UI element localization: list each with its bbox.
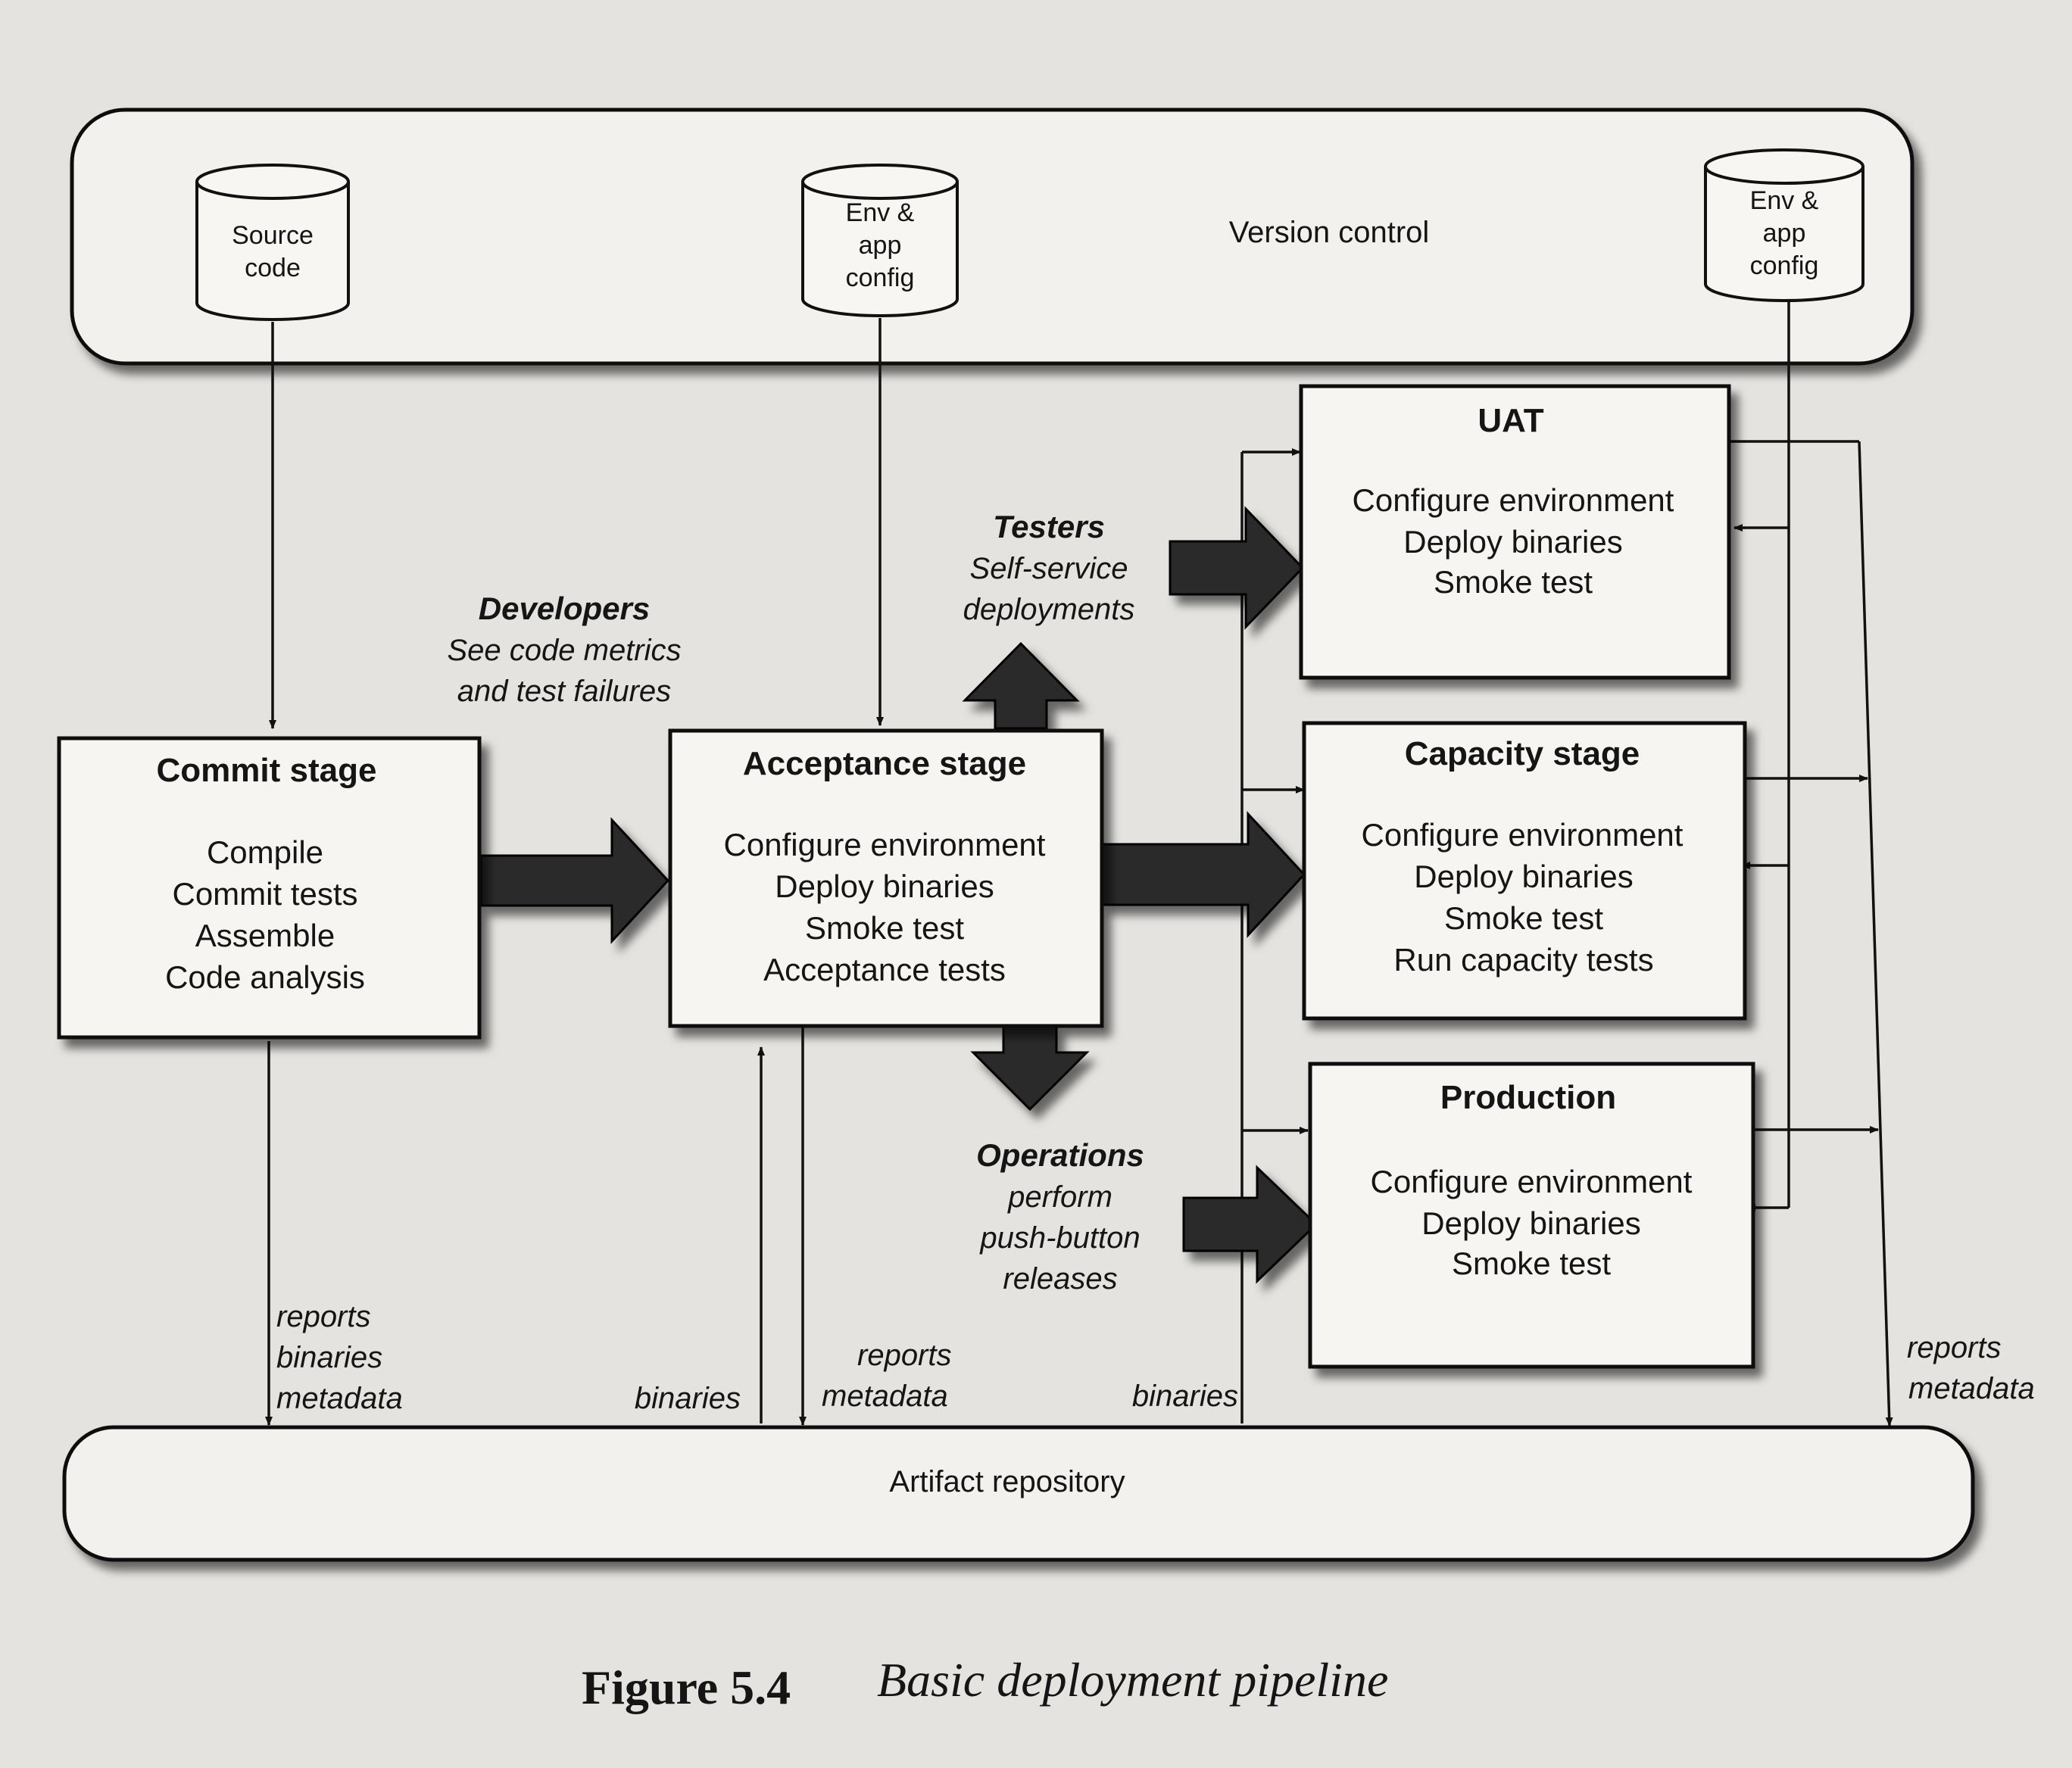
env-config-cylinder-1: Env & app config [801, 164, 959, 317]
version-control-label: Version control [1229, 216, 1430, 249]
developers-title: Developers [479, 591, 650, 626]
commit-out-label-2: binaries [276, 1341, 382, 1374]
env-in-label: binaries [1132, 1380, 1238, 1413]
commit-stage-box [57, 736, 482, 1040]
source-code-line-1: Source [232, 221, 314, 250]
env-config-1-line-3: config [846, 263, 915, 292]
operations-to-production-arrow [1182, 1165, 1318, 1284]
commit-stage-title: Commit stage [157, 752, 377, 789]
acceptance-item-4: Acceptance tests [763, 952, 1006, 987]
developers-line-1: See code metrics [447, 634, 681, 667]
commit-item-3: Assemble [195, 918, 335, 953]
uat-item-1: Configure environment [1353, 482, 1674, 518]
env-config-1-line-1: Env & [846, 198, 915, 227]
capacity-stage-title: Capacity stage [1405, 735, 1640, 772]
production-item-1: Configure environment [1371, 1164, 1693, 1199]
commit-out-label-3: metadata [276, 1382, 403, 1415]
acceptance-to-testers-arrow [962, 641, 1080, 730]
testers-to-uat-arrow [1169, 506, 1305, 630]
uat-item-3: Smoke test [1434, 564, 1593, 600]
capacity-item-1: Configure environment [1362, 817, 1684, 853]
env-config-2-line-3: config [1750, 251, 1819, 280]
uat-title: UAT [1478, 402, 1543, 439]
figure-title: Basic deployment pipeline [877, 1653, 1388, 1707]
capacity-item-3: Smoke test [1444, 900, 1603, 936]
source-code-line-2: code [245, 254, 301, 282]
figure-number: Figure 5.4 [582, 1660, 791, 1714]
testers-title: Testers [993, 509, 1105, 544]
production-box [1308, 1062, 1755, 1369]
acceptance-item-2: Deploy binaries [775, 868, 994, 904]
operations-title: Operations [976, 1137, 1144, 1173]
env-config-cylinder-2: Env & app config [1704, 148, 1864, 302]
operations-line-1: perform [1007, 1180, 1112, 1214]
version-control-bar [70, 108, 1914, 366]
testers-line-2: deployments [963, 593, 1135, 626]
testers-line-1: Self-service [970, 552, 1128, 585]
commit-out-label-1: reports [276, 1300, 371, 1333]
env-out-label-1: reports [1907, 1331, 2002, 1364]
capacity-item-4: Run capacity tests [1393, 942, 1653, 978]
env-config-2-line-1: Env & [1750, 186, 1819, 215]
production-item-3: Smoke test [1452, 1246, 1611, 1281]
commit-item-2: Commit tests [172, 876, 357, 912]
capacity-stage-box [1302, 721, 1747, 1021]
production-item-2: Deploy binaries [1421, 1205, 1641, 1241]
acceptance-out-label-2: metadata [822, 1380, 948, 1413]
acceptance-item-1: Configure environment [724, 827, 1046, 862]
production-title: Production [1440, 1079, 1616, 1116]
operations-line-2: push-button [979, 1221, 1140, 1255]
block-arrows [479, 506, 1318, 1284]
acceptance-to-capacity-arrow [1100, 811, 1306, 938]
acceptance-in-label: binaries [635, 1382, 741, 1415]
capacity-item-2: Deploy binaries [1414, 859, 1634, 894]
commit-item-1: Compile [207, 834, 323, 870]
uat-box [1299, 384, 1731, 680]
uat-item-2: Deploy binaries [1403, 524, 1623, 560]
connector-lines [265, 299, 1893, 1427]
developers-line-2: and test failures [457, 675, 671, 708]
env-out-label-2: metadata [1908, 1372, 2035, 1405]
artifact-repository-bar [62, 1425, 1975, 1562]
commit-to-acceptance-arrow [479, 817, 670, 944]
acceptance-out-label-1: reports [857, 1339, 952, 1372]
commit-item-4: Code analysis [165, 959, 365, 995]
source-code-cylinder: Source code [195, 164, 350, 321]
env-config-1-line-2: app [859, 231, 902, 260]
artifact-repository-label: Artifact repository [889, 1465, 1125, 1498]
env-config-2-line-2: app [1763, 219, 1806, 248]
acceptance-stage-title: Acceptance stage [743, 745, 1026, 782]
operations-line-3: releases [1003, 1262, 1117, 1296]
acceptance-item-3: Smoke test [805, 910, 964, 946]
acceptance-to-operations-arrow [970, 1024, 1090, 1112]
acceptance-stage-box [668, 728, 1104, 1028]
